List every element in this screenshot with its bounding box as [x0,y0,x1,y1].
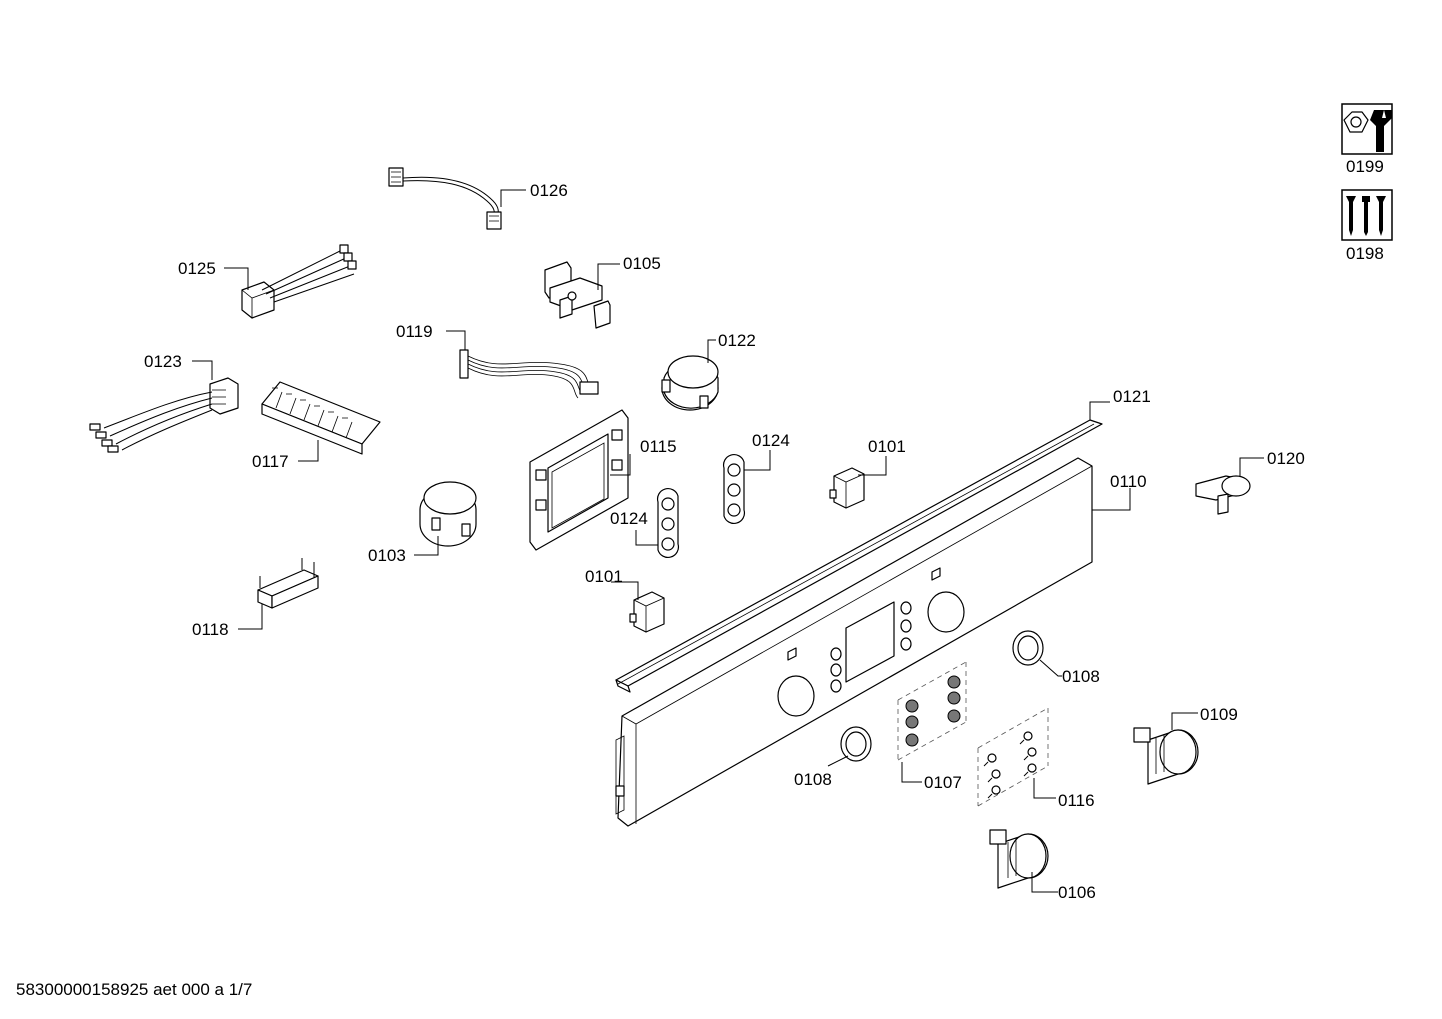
label-0109: 0109 [1200,705,1238,724]
part-0116-pin-set [977,707,1056,807]
part-0125-cable-bundle [224,244,357,319]
label-0123: 0123 [144,352,182,371]
document-id: 58300000158925 aet 000 a 1/7 [16,980,253,999]
label-0103: 0103 [368,546,406,565]
part-0101a-clip [829,456,887,509]
part-0126-cable [388,167,526,230]
nut-and-wrench-icon [1341,103,1393,155]
label-0105: 0105 [623,254,661,273]
label-0125: 0125 [178,259,216,278]
part-0101b-clip [611,581,665,633]
part-0107-button-set [897,661,967,783]
part-0117-terminal-block [261,381,381,462]
part-0119-ribbon-cable [446,330,599,399]
part-0124b-light-guide [635,487,680,559]
label-0101b: 0101 [585,567,623,586]
part-0105-switch [544,261,620,329]
label-0108b: 0108 [794,770,832,789]
label-0124b: 0124 [610,509,648,528]
label-0116: 0116 [1058,791,1095,810]
label-0110: 0110 [1110,472,1147,491]
label-0198: 0198 [1346,244,1384,263]
label-0117: 0117 [252,452,289,471]
part-0109-knob [1133,712,1199,785]
label-0120: 0120 [1267,449,1305,468]
part-0108b-bezel [827,726,872,767]
label-0106: 0106 [1058,883,1096,902]
label-0107: 0107 [924,773,962,792]
label-0119: 0119 [396,322,433,341]
part-0122-knob-holder [661,339,719,411]
label-0115: 0115 [640,437,677,456]
label-0122: 0122 [718,331,756,350]
part-0121-trim-strip [615,401,1110,693]
part-0106-knob [989,829,1058,893]
part-0123-cable [89,360,239,453]
part-0108a-bezel [1012,630,1062,677]
part-0118-bracket [238,558,319,630]
part-0110-control-panel [615,457,1131,827]
part-0115-display-frame [529,409,631,551]
label-0101a: 0101 [868,437,906,456]
part-0120-hinge [1195,457,1264,515]
label-0124a: 0124 [752,431,790,450]
label-0199: 0199 [1346,157,1384,176]
label-0108a: 0108 [1062,667,1100,686]
screws-icon [1341,189,1393,241]
part-0124a-light-guide [722,450,771,525]
label-0121: 0121 [1113,387,1151,406]
label-0126: 0126 [530,181,568,200]
part-0103-knob-holder [414,481,477,556]
label-0118: 0118 [192,620,229,639]
